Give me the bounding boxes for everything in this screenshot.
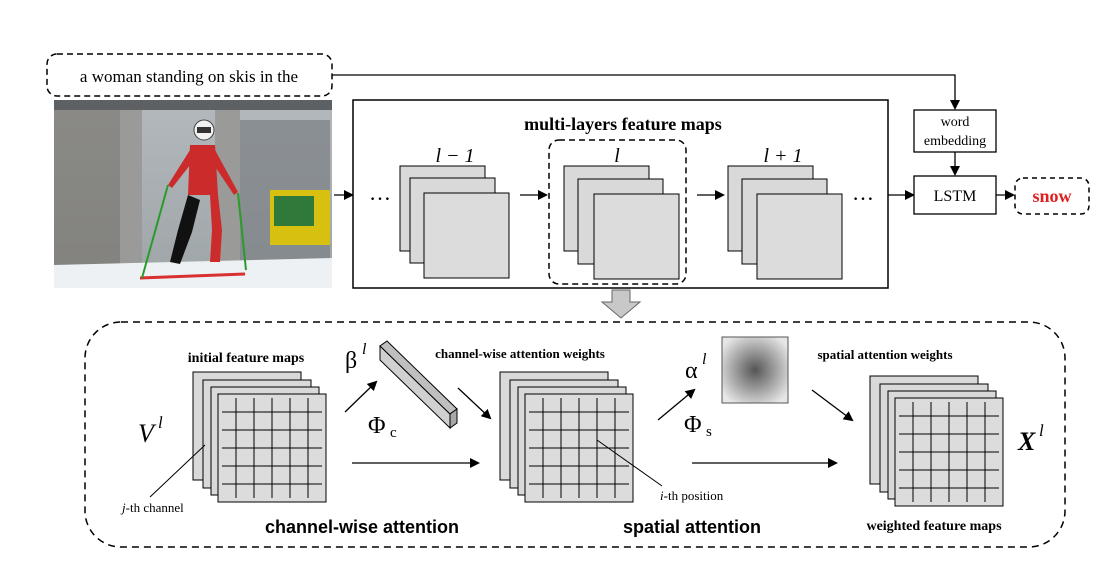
- word-embedding-box: [913, 109, 997, 153]
- current-layer-highlight: [548, 139, 687, 285]
- ellipsis-right: …: [852, 180, 874, 205]
- channel-wise-attention-label: channel-wise attention: [265, 517, 459, 537]
- alpha-to-weighted-arrow: [811, 389, 854, 422]
- phi-c-subscript: c: [390, 425, 397, 441]
- spatial-weight-map: [721, 336, 789, 404]
- x-symbol: X: [1017, 427, 1036, 456]
- channel-attended-maps: [499, 371, 634, 503]
- v-superscript: l: [158, 413, 163, 432]
- initial-feature-maps: [192, 371, 327, 503]
- weighted-feature-maps: [869, 375, 1004, 507]
- feature-stack-current: [563, 165, 680, 280]
- alpha-symbol: α: [685, 358, 698, 384]
- output-word-box: [1014, 177, 1090, 215]
- lstm-label: LSTM: [934, 188, 977, 205]
- beta-superscript: l: [362, 341, 367, 358]
- feature-stack-prev: [399, 165, 510, 279]
- i-position-label: i-th position: [660, 488, 724, 503]
- skier-photo: [54, 100, 332, 288]
- spatial-attention-label: spatial attention: [623, 517, 761, 537]
- i-position-pointer: [596, 439, 663, 487]
- channel-weight-bar: [379, 340, 458, 430]
- layer-label-current: l: [614, 145, 620, 167]
- v-symbol: V: [138, 419, 157, 448]
- ellipsis-left: …: [369, 180, 391, 205]
- layer-label-prev: l − 1: [435, 145, 474, 167]
- output-word: snow: [1032, 186, 1071, 206]
- beta-symbol: β: [345, 348, 357, 374]
- weighted-feature-maps-label: weighted feature maps: [866, 519, 1002, 534]
- feature-stack-next: [727, 165, 843, 280]
- caption-text: a woman standing on skis in the: [80, 67, 298, 86]
- beta-to-maps-arrow: [457, 387, 492, 420]
- initial-feature-maps-label: initial feature maps: [188, 351, 305, 366]
- caption-to-embedding-arrow: [332, 74, 960, 110]
- phi-s-subscript: s: [706, 424, 712, 440]
- maps-to-alpha-arrow: [657, 388, 696, 421]
- word-embedding-line1: word: [941, 115, 970, 130]
- layer-label-next: l + 1: [763, 145, 802, 167]
- j-channel-pointer: [149, 444, 206, 498]
- x-superscript: l: [1039, 421, 1044, 440]
- lstm-box: [913, 175, 997, 215]
- expand-down-arrow: [600, 289, 642, 319]
- maps-to-beta-arrow: [344, 380, 378, 413]
- spatial-weights-label: spatial attention weights: [817, 347, 952, 362]
- word-embedding-line2: embedding: [924, 134, 986, 149]
- channel-weights-label: channel-wise attention weights: [435, 346, 605, 361]
- phi-c-symbol: Φ: [368, 413, 386, 439]
- multi-layers-title: multi-layers feature maps: [524, 114, 722, 134]
- phi-s-symbol: Φ: [684, 412, 702, 438]
- alpha-superscript: l: [702, 351, 707, 368]
- attention-panel: [84, 321, 1066, 548]
- j-channel-label: j-th channel: [120, 500, 184, 515]
